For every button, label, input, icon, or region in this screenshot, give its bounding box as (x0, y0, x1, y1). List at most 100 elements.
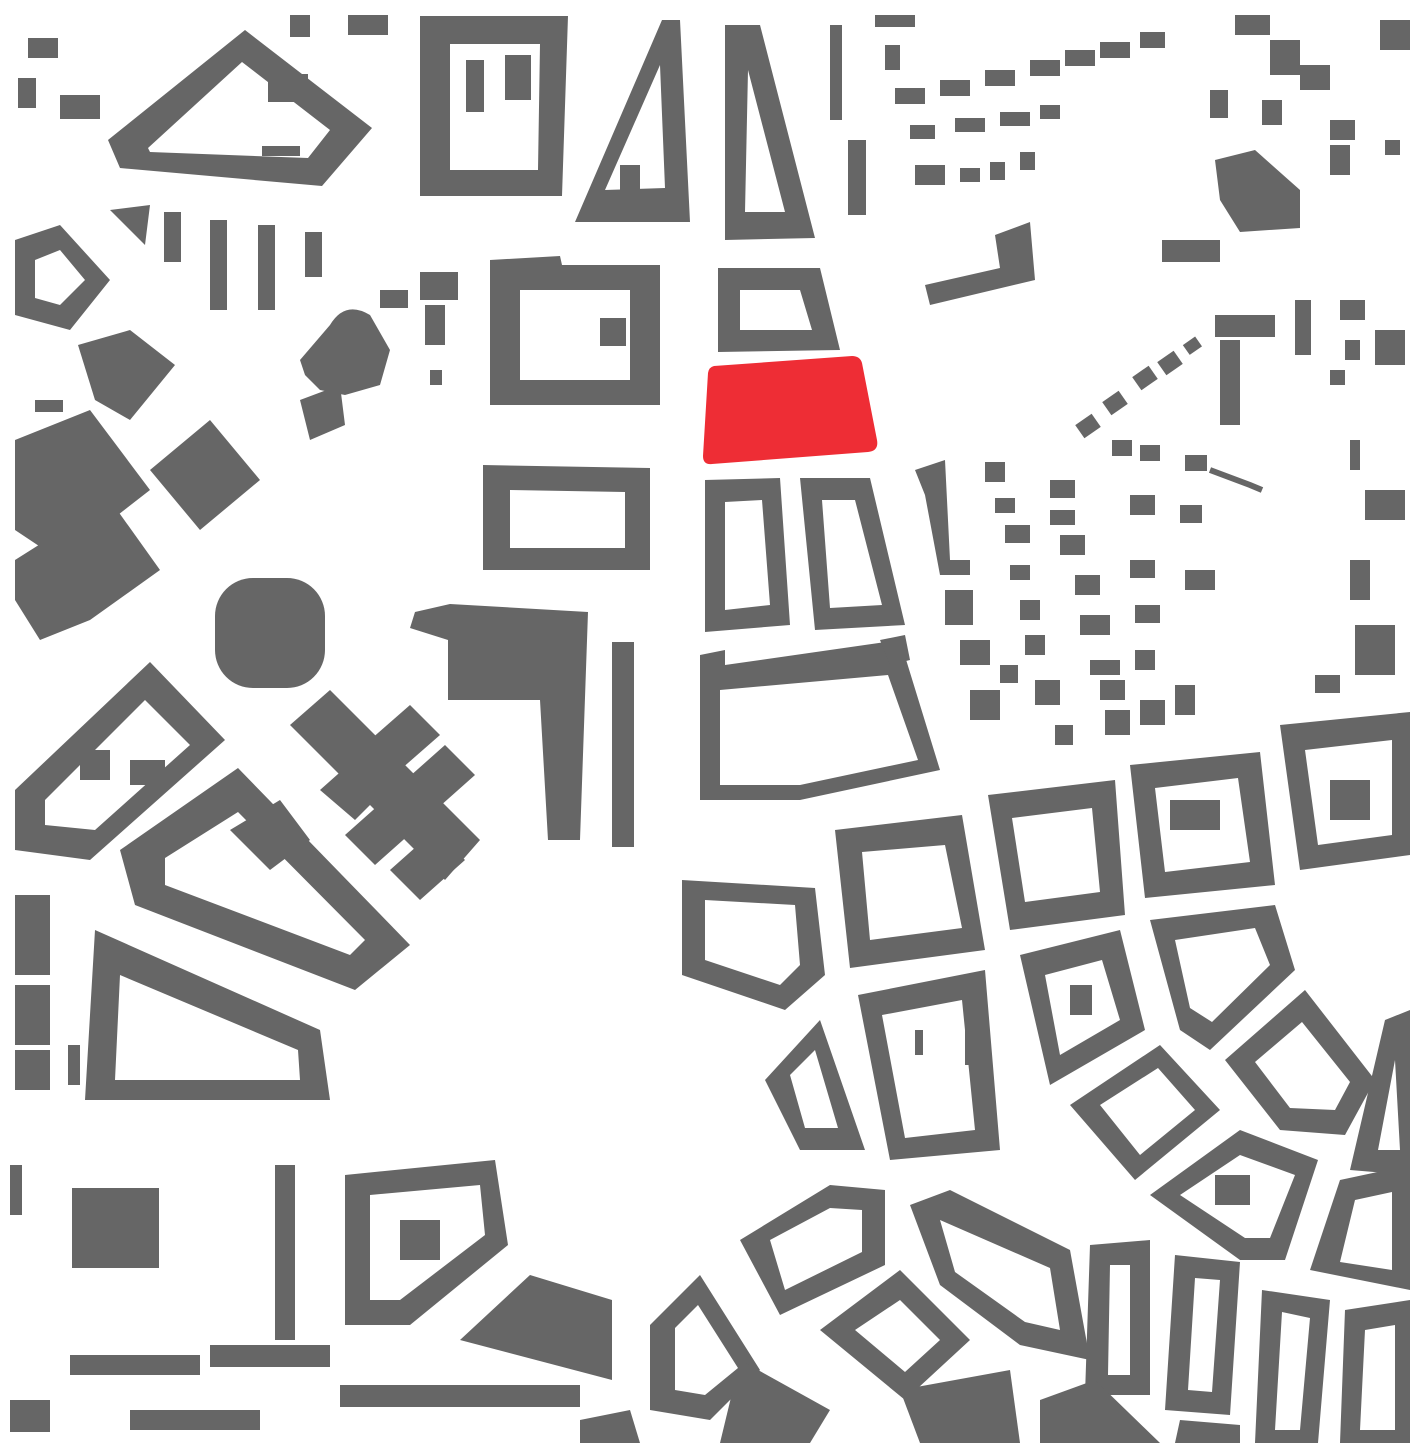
building (340, 1385, 580, 1407)
highlighted-site[interactable] (703, 356, 878, 465)
building (300, 385, 345, 440)
block-outline (1070, 1045, 1220, 1180)
building (848, 140, 866, 215)
building (600, 318, 626, 346)
building (420, 272, 458, 300)
building (275, 1165, 295, 1340)
building (15, 1050, 50, 1090)
building (1175, 1420, 1240, 1443)
building (130, 760, 165, 785)
building (1295, 300, 1311, 355)
block-outline (820, 1270, 970, 1400)
block-outline (835, 815, 985, 968)
block-outline (483, 465, 650, 570)
building (720, 1360, 830, 1443)
block-outline (1350, 1010, 1410, 1175)
building (300, 309, 390, 395)
block-outline (1310, 1165, 1410, 1290)
building (1330, 120, 1355, 140)
building (460, 1275, 612, 1380)
block-outline (700, 640, 940, 800)
building (580, 1410, 640, 1443)
building (830, 25, 842, 120)
building (1375, 330, 1405, 365)
large-building (410, 604, 588, 840)
building (620, 165, 640, 190)
building (28, 38, 58, 58)
building (210, 220, 227, 310)
building (35, 400, 63, 412)
block-outline (108, 30, 372, 186)
building (1385, 140, 1400, 155)
building (10, 1400, 50, 1432)
building-footprints (10, 15, 1410, 1443)
block-outline (1150, 905, 1295, 1050)
block-outline (490, 256, 660, 405)
building (1162, 240, 1220, 262)
block-outline (1130, 752, 1275, 898)
building (1270, 40, 1300, 75)
building (1330, 780, 1370, 820)
building (505, 55, 531, 100)
bent-building (925, 222, 1035, 305)
block-outline (718, 268, 840, 352)
block-outline (15, 225, 110, 330)
block-outline (1085, 1240, 1150, 1395)
building (1070, 985, 1092, 1015)
building (15, 985, 50, 1045)
building (60, 95, 100, 119)
building (70, 1355, 200, 1375)
building (400, 1220, 440, 1260)
building (305, 232, 322, 277)
building (1330, 145, 1350, 175)
block-outline (1150, 1130, 1318, 1260)
building (965, 1025, 973, 1065)
building (1215, 315, 1275, 337)
building (425, 305, 445, 345)
building (1220, 340, 1240, 425)
block-outline (15, 662, 225, 860)
block-outline (682, 880, 825, 1010)
building (15, 895, 50, 975)
building (875, 15, 915, 27)
building (150, 420, 260, 530)
building (18, 78, 36, 108)
building (15, 410, 150, 560)
building (1340, 300, 1365, 320)
building (130, 1410, 260, 1430)
building (466, 60, 484, 112)
building (268, 74, 308, 102)
block-outline (1225, 990, 1375, 1135)
building (430, 370, 442, 385)
building (78, 330, 175, 420)
building (1210, 90, 1228, 118)
villa-cluster (1075, 336, 1405, 523)
block-outline (345, 1160, 508, 1325)
path-line (1208, 467, 1264, 493)
building (110, 205, 150, 245)
block-outline (1280, 712, 1410, 870)
building (230, 800, 310, 870)
building (1040, 1380, 1160, 1443)
block-outline (910, 1190, 1090, 1360)
building (1380, 20, 1410, 50)
building (210, 1345, 330, 1367)
building (1235, 15, 1270, 35)
building (348, 15, 388, 35)
rotunda-building (215, 578, 325, 688)
building (258, 225, 275, 310)
building (290, 15, 310, 37)
building (68, 1045, 80, 1085)
block-outline (705, 478, 790, 632)
bent-building (880, 635, 910, 665)
building (1215, 1175, 1250, 1205)
building (262, 146, 300, 156)
building (1215, 150, 1300, 232)
building (72, 1188, 159, 1268)
villa-row (895, 32, 1165, 185)
block-outline (1340, 1300, 1410, 1443)
block-outline (765, 1020, 865, 1150)
building (1262, 100, 1282, 125)
